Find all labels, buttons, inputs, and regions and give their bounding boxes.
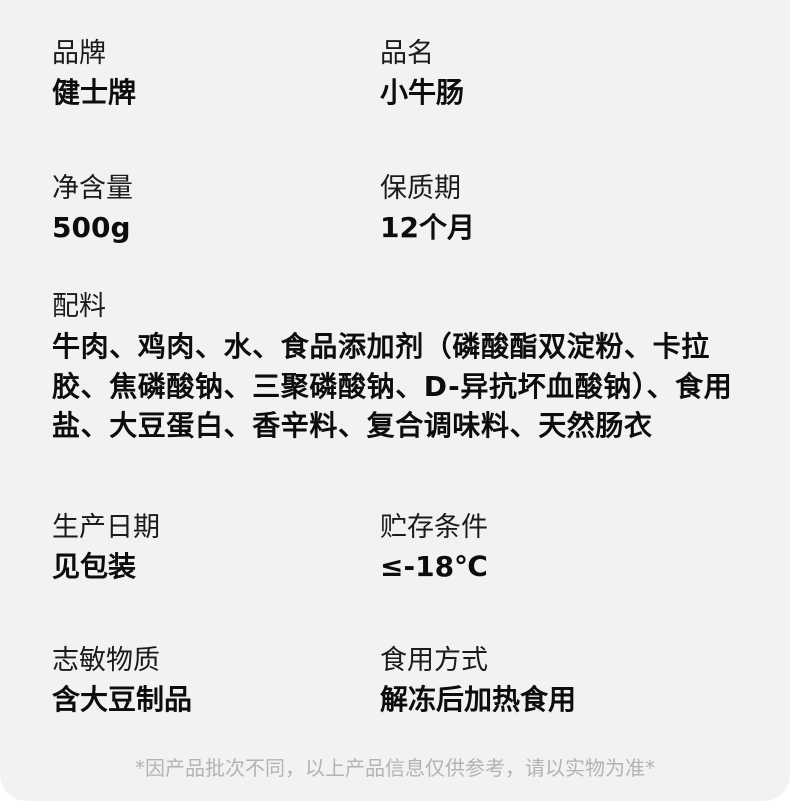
storage-label: 贮存条件 — [380, 512, 488, 543]
disclaimer-note: *因产品批次不同，以上产品信息仅供参考，请以实物为准* — [135, 756, 655, 780]
product-name-label: 品名 — [380, 38, 434, 69]
ingredients-value: 牛肉、鸡肉、水、食品添加剂（磷酸酯双淀粉、卡拉胶、焦磷酸钠、三聚磷酸钠、D-异抗… — [52, 330, 733, 442]
net-content-label: 净含量 — [52, 173, 133, 204]
production-date-value: 见包装 — [52, 550, 137, 583]
net-content-value: 500g — [52, 211, 131, 244]
production-date-label: 生产日期 — [52, 512, 160, 543]
ingredients-label: 配料 — [52, 291, 106, 322]
product-name-value: 小牛肠 — [380, 76, 465, 109]
usage-value: 解冻后加热食用 — [380, 683, 577, 716]
brand-value: 健士牌 — [52, 76, 137, 109]
brand-label: 品牌 — [52, 38, 106, 69]
allergens-value: 含大豆制品 — [52, 683, 193, 716]
storage-value: ≤-18℃ — [380, 550, 488, 583]
shelf-life-value: 12个月 — [380, 211, 475, 244]
usage-label: 食用方式 — [380, 645, 488, 676]
allergens-label: 志敏物质 — [52, 645, 160, 676]
shelf-life-label: 保质期 — [380, 173, 461, 204]
